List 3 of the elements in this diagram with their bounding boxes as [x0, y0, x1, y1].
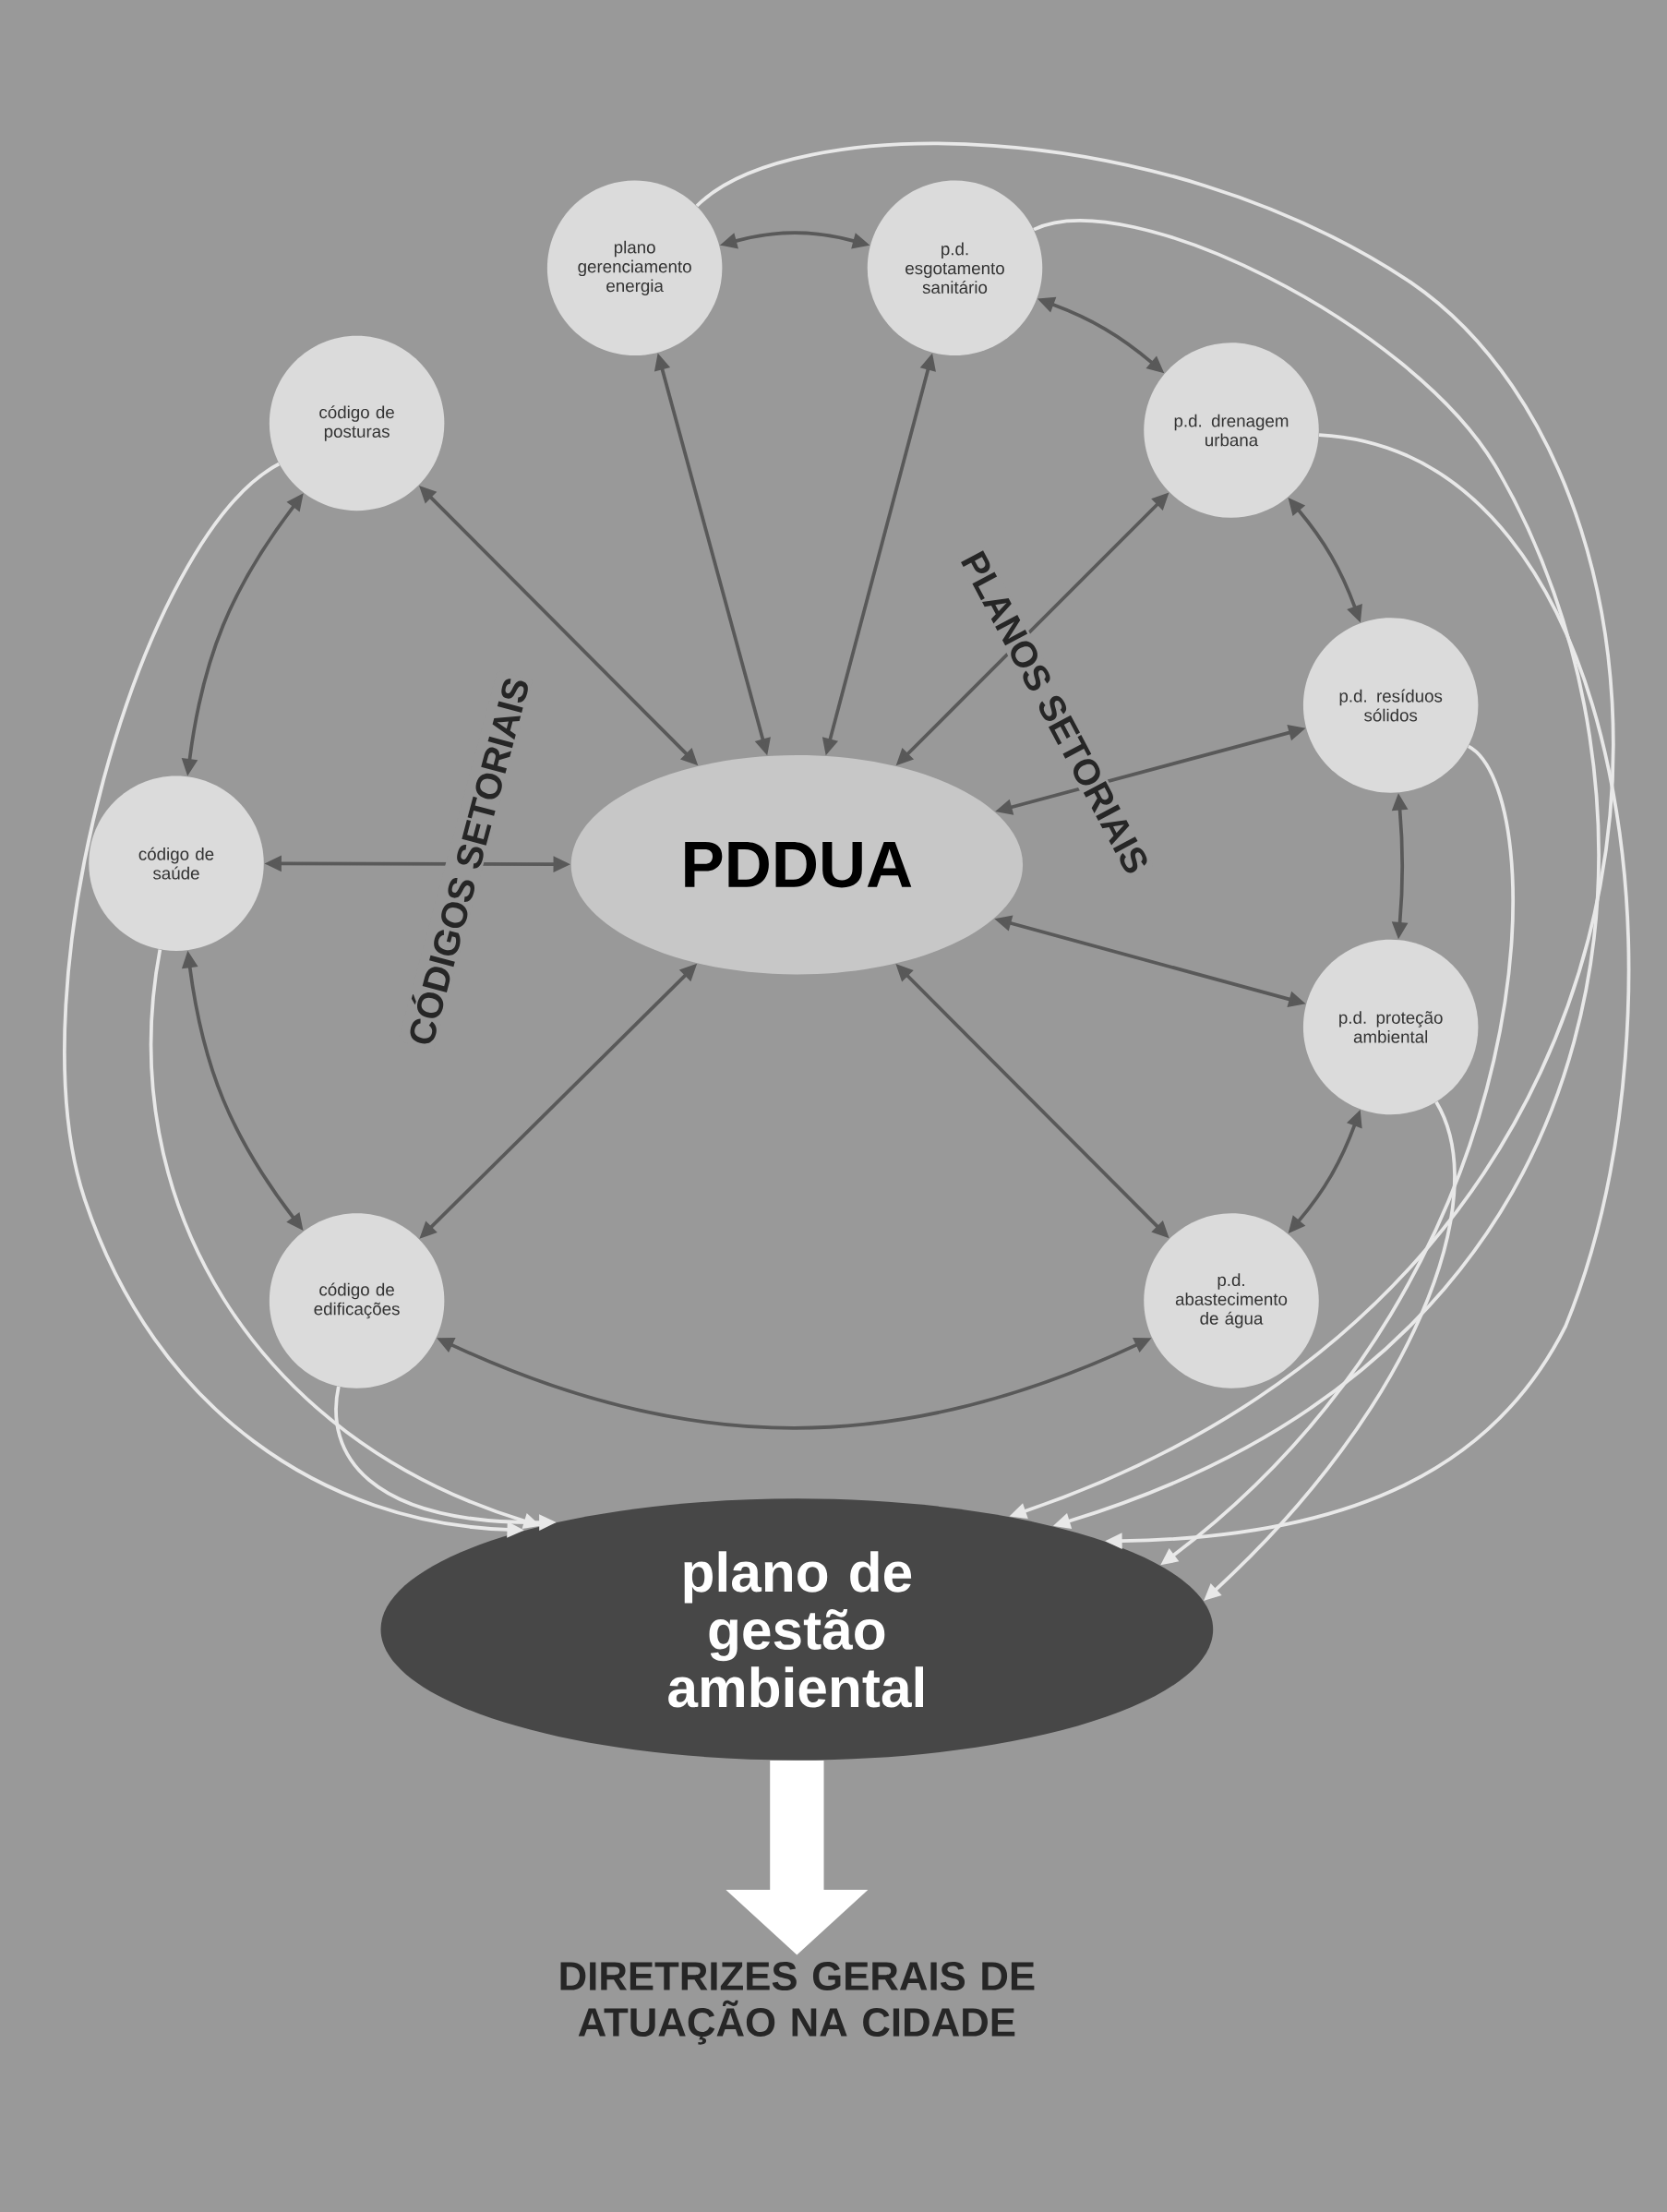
- conclusion-text: DIRETRIZES GERAIS DE ATUAÇÃO NA CIDADE: [560, 1962, 1035, 2045]
- arrow: [1033, 219, 1600, 1529]
- arrow: [695, 141, 1615, 1520]
